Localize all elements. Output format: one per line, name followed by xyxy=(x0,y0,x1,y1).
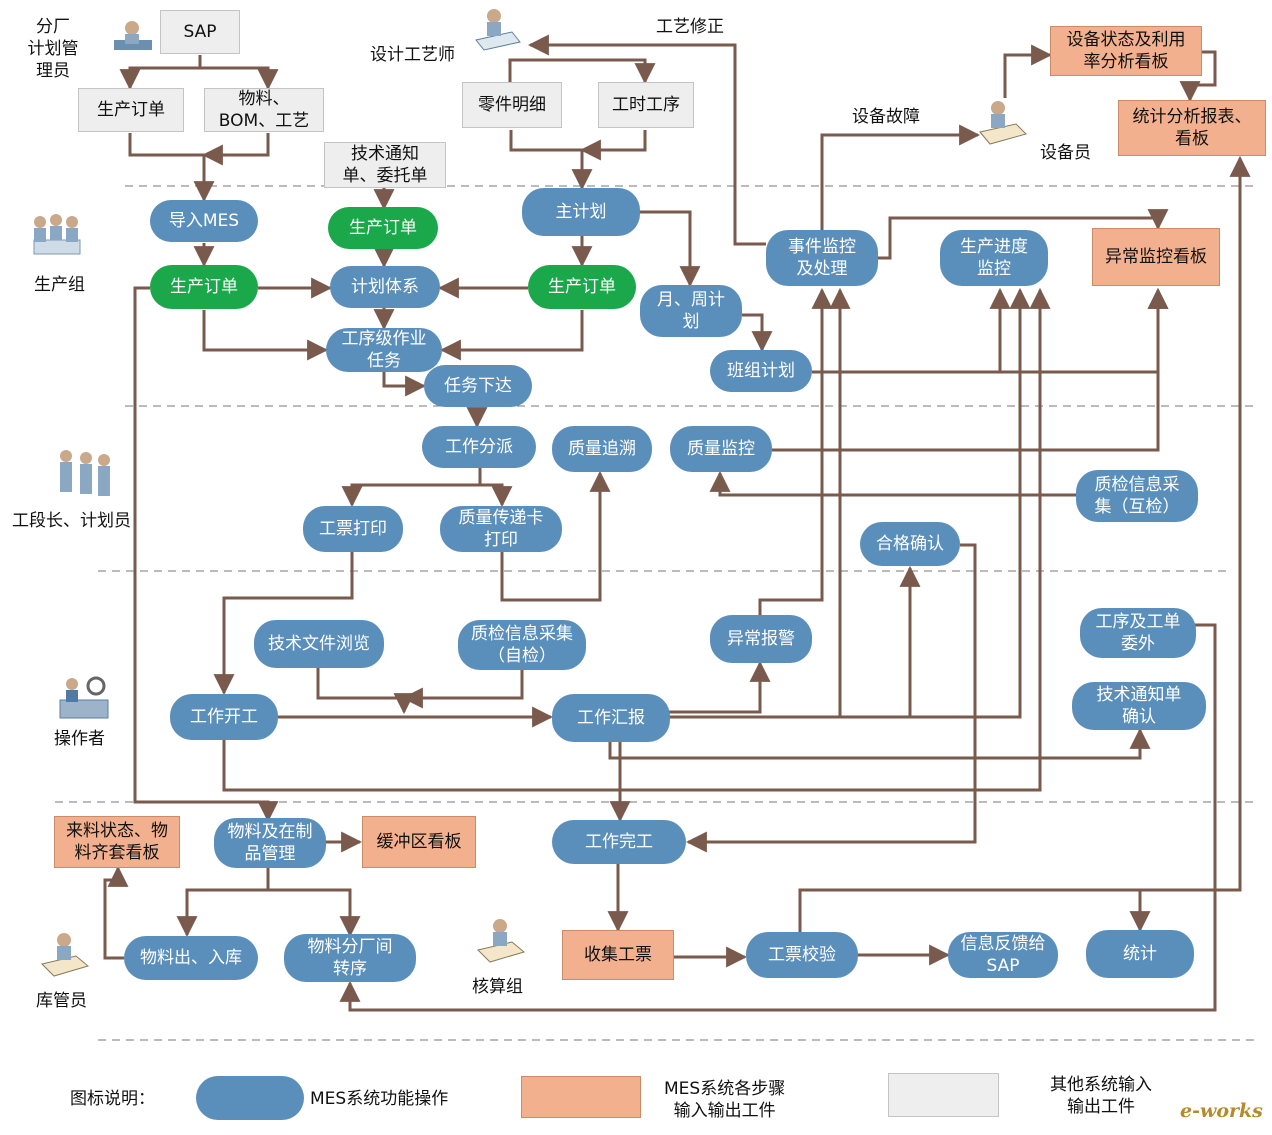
edge-label-process-revise: 工艺修正 xyxy=(656,17,724,37)
legend-title: 图标说明： xyxy=(70,1089,155,1109)
quality-trace-node[interactable]: 质量追溯 xyxy=(552,426,652,472)
material-arrival-board[interactable]: 来料状态、物 料齐套看板 xyxy=(54,816,180,868)
work-hours-box[interactable]: 工时工序 xyxy=(598,82,694,128)
legend-mes-swatch xyxy=(196,1076,304,1120)
collect-ticket-board[interactable]: 收集工票 xyxy=(562,930,674,980)
production-order-green-2[interactable]: 生产订单 xyxy=(328,207,438,249)
material-bom-box[interactable]: 物料、 BOM、工艺 xyxy=(204,88,324,132)
plan-system-node[interactable]: 计划体系 xyxy=(330,266,440,308)
sap-production-order-box[interactable]: 生产订单 xyxy=(78,88,184,132)
pass-confirm-node[interactable]: 合格确认 xyxy=(860,522,960,566)
legend-io-swatch xyxy=(521,1076,641,1118)
legend-mes-op: MES系统功能操作 xyxy=(310,1089,449,1109)
abnormal-monitor-board[interactable]: 异常监控看板 xyxy=(1092,228,1220,286)
task-issue-node[interactable]: 任务下达 xyxy=(424,365,532,407)
process-task-node[interactable]: 工序级作业 任务 xyxy=(326,328,442,372)
work-report-node[interactable]: 工作汇报 xyxy=(552,694,670,742)
quality-card-print-node[interactable]: 质量传递卡 打印 xyxy=(440,506,562,552)
tech-notice-doc-box[interactable]: 技术通知 单、委托单 xyxy=(324,142,446,188)
outsource-node[interactable]: 工序及工单 委外 xyxy=(1080,608,1196,658)
abnormal-alarm-node[interactable]: 异常报警 xyxy=(710,615,812,663)
master-plan-node[interactable]: 主计划 xyxy=(522,188,640,236)
accounting-group-icon xyxy=(474,914,530,970)
role-warehouse-keeper: 库管员 xyxy=(36,991,87,1011)
buffer-board[interactable]: 缓冲区看板 xyxy=(362,816,476,868)
import-mes-node[interactable]: 导入MES xyxy=(150,200,258,242)
dispatch-node[interactable]: 工作分派 xyxy=(422,426,536,468)
qc-collect-mutual-node[interactable]: 质检信息采 集（互检） xyxy=(1076,470,1198,522)
designer-person-icon xyxy=(472,6,522,52)
role-plant-planner: 分厂 计划管 理员 xyxy=(27,17,79,81)
material-wip-node[interactable]: 物料及在制 品管理 xyxy=(214,818,326,868)
qc-collect-self-node[interactable]: 质检信息采集 （自检） xyxy=(458,620,586,670)
equipment-status-board[interactable]: 设备状态及利用 率分析看板 xyxy=(1050,26,1202,76)
connectors xyxy=(103,34,1251,1012)
role-operator: 操作者 xyxy=(54,729,105,749)
legend-mes-io: MES系统各步骤 输入输出工件 xyxy=(664,1079,786,1121)
role-process-designer: 设计工艺师 xyxy=(370,45,455,65)
month-week-plan-node[interactable]: 月、周计 划 xyxy=(640,285,742,337)
edge-label-equip-fault: 设备故障 xyxy=(852,107,920,127)
feedback-sap-node[interactable]: 信息反馈给 SAP xyxy=(948,932,1058,978)
legend-ext-swatch xyxy=(888,1073,999,1117)
material-inout-node[interactable]: 物料出、入库 xyxy=(124,936,258,980)
sap-box[interactable]: SAP xyxy=(160,10,240,54)
legend-other-io: 其他系统输入 输出工件 xyxy=(1050,1075,1152,1117)
equipment-staff-icon xyxy=(976,98,1028,146)
section-leader-icon xyxy=(52,448,116,506)
role-section-leader: 工段长、计划员 xyxy=(12,511,131,531)
team-plan-node[interactable]: 班组计划 xyxy=(710,350,812,392)
role-accounting-group: 核算组 xyxy=(472,977,523,997)
event-monitor-node[interactable]: 事件监控 及处理 xyxy=(766,230,878,286)
role-equipment-staff: 设备员 xyxy=(1040,143,1091,163)
stats-report-board[interactable]: 统计分析报表、 看板 xyxy=(1118,100,1266,156)
material-transfer-node[interactable]: 物料分厂间 转序 xyxy=(284,934,416,982)
ticket-print-node[interactable]: 工票打印 xyxy=(303,506,403,552)
eworks-watermark-logo: e-works xyxy=(1180,1100,1263,1122)
quality-monitor-node[interactable]: 质量监控 xyxy=(670,426,772,472)
tech-notice-confirm-node[interactable]: 技术通知单 确认 xyxy=(1072,682,1206,730)
tech-doc-browse-node[interactable]: 技术文件浏览 xyxy=(254,620,384,668)
progress-monitor-node[interactable]: 生产进度 监控 xyxy=(940,230,1048,286)
planner-person-icon xyxy=(110,18,156,58)
part-detail-box[interactable]: 零件明细 xyxy=(462,82,562,128)
operator-icon xyxy=(56,670,112,724)
role-production-group: 生产组 xyxy=(34,275,85,295)
work-complete-node[interactable]: 工作完工 xyxy=(552,820,686,864)
production-group-icon xyxy=(26,210,88,266)
ticket-verify-node[interactable]: 工票校验 xyxy=(746,932,858,978)
statistics-node[interactable]: 统计 xyxy=(1086,930,1194,978)
work-start-node[interactable]: 工作开工 xyxy=(170,694,278,740)
warehouse-keeper-icon xyxy=(38,928,94,984)
production-order-green-1[interactable]: 生产订单 xyxy=(150,265,258,309)
production-order-green-3[interactable]: 生产订单 xyxy=(528,265,636,309)
